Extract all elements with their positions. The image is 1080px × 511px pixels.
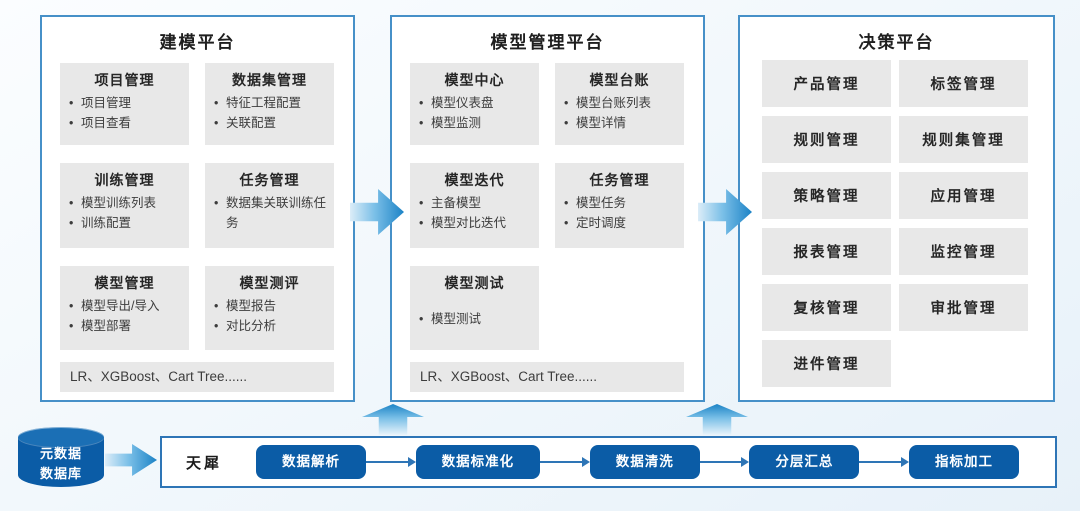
datasource-label: 元数据 数据库 [18,444,104,483]
card-dataset-management: 数据集管理 特征工程配置 关联配置 [205,63,334,145]
panel-model-management-platform: 模型管理平台 模型中心 模型仪表盘 模型监测 模型台账 模型台账列表 模型详情 … [390,15,705,402]
card-task-management: 任务管理 数据集关联训练任务 [205,163,334,248]
card-item: 模型详情 [564,113,681,134]
database-icon-top [18,427,104,447]
card-model-ledger: 模型台账 模型台账列表 模型详情 [555,63,684,145]
pipeline-engine-label: 天犀 [186,454,223,472]
module-strategy-management: 策略管理 [762,172,891,219]
card-grid: 项目管理 项目管理 项目查看 数据集管理 特征工程配置 关联配置 训练管理 模型… [60,63,334,350]
arrowhead-icon [741,457,750,467]
card-model-iteration: 模型迭代 主备模型 模型对比迭代 [410,163,539,248]
card-item: 模型任务 [564,193,681,214]
pipeline-step-metric-processing: 指标加工 [909,445,1020,479]
card-project-management: 项目管理 项目管理 项目查看 [60,63,189,145]
card-item: 模型报告 [214,296,331,317]
panel-title: 建模平台 [159,33,236,52]
card-item: 模型仪表盘 [419,93,536,114]
module-intake-management: 进件管理 [762,340,891,387]
card-item: 数据集关联训练任务 [214,193,331,234]
card-model-center: 模型中心 模型仪表盘 模型监测 [410,63,539,145]
card-item: 模型部署 [69,316,186,337]
card-title: 训练管理 [94,172,155,188]
pipeline-step-layered-aggregation: 分层汇总 [749,445,860,479]
card-title: 数据集管理 [232,72,307,88]
card-item: 模型台账列表 [564,93,681,114]
datasource-label-line1: 元数据 [39,446,82,461]
datasource-label-line2: 数据库 [39,465,82,481]
card-title: 模型中心 [444,72,505,88]
card-item: 对比分析 [214,316,331,337]
card-title: 项目管理 [94,72,155,88]
card-task-management: 任务管理 模型任务 定时调度 [555,163,684,248]
card-title: 模型管理 [94,275,155,291]
card-item: 模型对比迭代 [419,213,536,234]
pipeline-step-data-cleaning: 数据清洗 [589,445,700,479]
card-item: 训练配置 [69,213,186,234]
module-rule-management: 规则管理 [762,116,891,163]
card-grid: 模型中心 模型仪表盘 模型监测 模型台账 模型台账列表 模型详情 模型迭代 主备… [410,63,684,350]
card-model-management: 模型管理 模型导出/导入 模型部署 [60,266,189,350]
card-title: 任务管理 [589,172,650,188]
decision-module-grid: 产品管理 标签管理 规则管理 规则集管理 策略管理 应用管理 报表管理 监控管理… [762,60,1028,387]
card-item: 模型监测 [419,113,536,134]
card-model-evaluation: 模型测评 模型报告 对比分析 [205,266,334,350]
module-ruleset-management: 规则集管理 [899,116,1028,163]
card-title: 模型测试 [444,275,505,291]
arrowhead-icon [407,457,416,467]
panel-title: 决策平台 [858,33,935,52]
pipeline-step-data-parsing: 数据解析 [256,445,367,479]
card-title: 模型迭代 [444,172,505,188]
panel-title: 模型管理平台 [490,33,605,52]
module-report-management: 报表管理 [762,228,891,275]
card-title: 任务管理 [239,172,300,188]
card-item: 模型导出/导入 [69,296,186,317]
card-item: 定时调度 [564,213,681,234]
card-model-testing: 模型测试 模型测试 [410,266,539,350]
card-item: 项目管理 [69,93,186,114]
pipeline-connector [699,457,750,467]
card-item: 关联配置 [214,113,331,134]
module-app-management: 应用管理 [899,172,1028,219]
pipeline-step-data-standardization: 数据标准化 [415,445,541,479]
pipeline-connector [366,457,416,467]
up-arrow-icon [362,404,424,435]
card-item: 模型测试 [419,309,536,330]
metadata-database-cylinder: 元数据 数据库 [18,427,104,490]
module-approval-management: 审批管理 [899,284,1028,331]
module-review-management: 复核管理 [762,284,891,331]
card-item: 项目查看 [69,113,186,134]
data-pipeline: 天犀 数据解析 数据标准化 数据清洗 分层汇总 指标加工 [160,436,1057,488]
pipeline-connector [540,457,590,467]
card-item: 模型训练列表 [69,193,186,214]
module-product-management: 产品管理 [762,60,891,107]
module-label-management: 标签管理 [899,60,1028,107]
panel-decision-platform: 决策平台 产品管理 标签管理 规则管理 规则集管理 策略管理 应用管理 报表管理… [738,15,1055,402]
pipeline-connector [859,457,910,467]
card-title: 模型测评 [239,275,300,291]
up-arrow-icon [686,404,748,435]
module-monitor-management: 监控管理 [899,228,1028,275]
card-item: 特征工程配置 [214,93,331,114]
right-arrow-icon [105,444,157,476]
card-training-management: 训练管理 模型训练列表 训练配置 [60,163,189,248]
card-title: 模型台账 [589,72,650,88]
panel-modeling-platform: 建模平台 项目管理 项目管理 项目查看 数据集管理 特征工程配置 关联配置 训练… [40,15,355,402]
algorithms-bar: LR、XGBoost、Cart Tree...... [410,362,684,392]
algorithms-bar: LR、XGBoost、Cart Tree...... [60,362,334,392]
card-item: 主备模型 [419,193,536,214]
arrowhead-icon [901,457,910,467]
arrowhead-icon [581,457,590,467]
